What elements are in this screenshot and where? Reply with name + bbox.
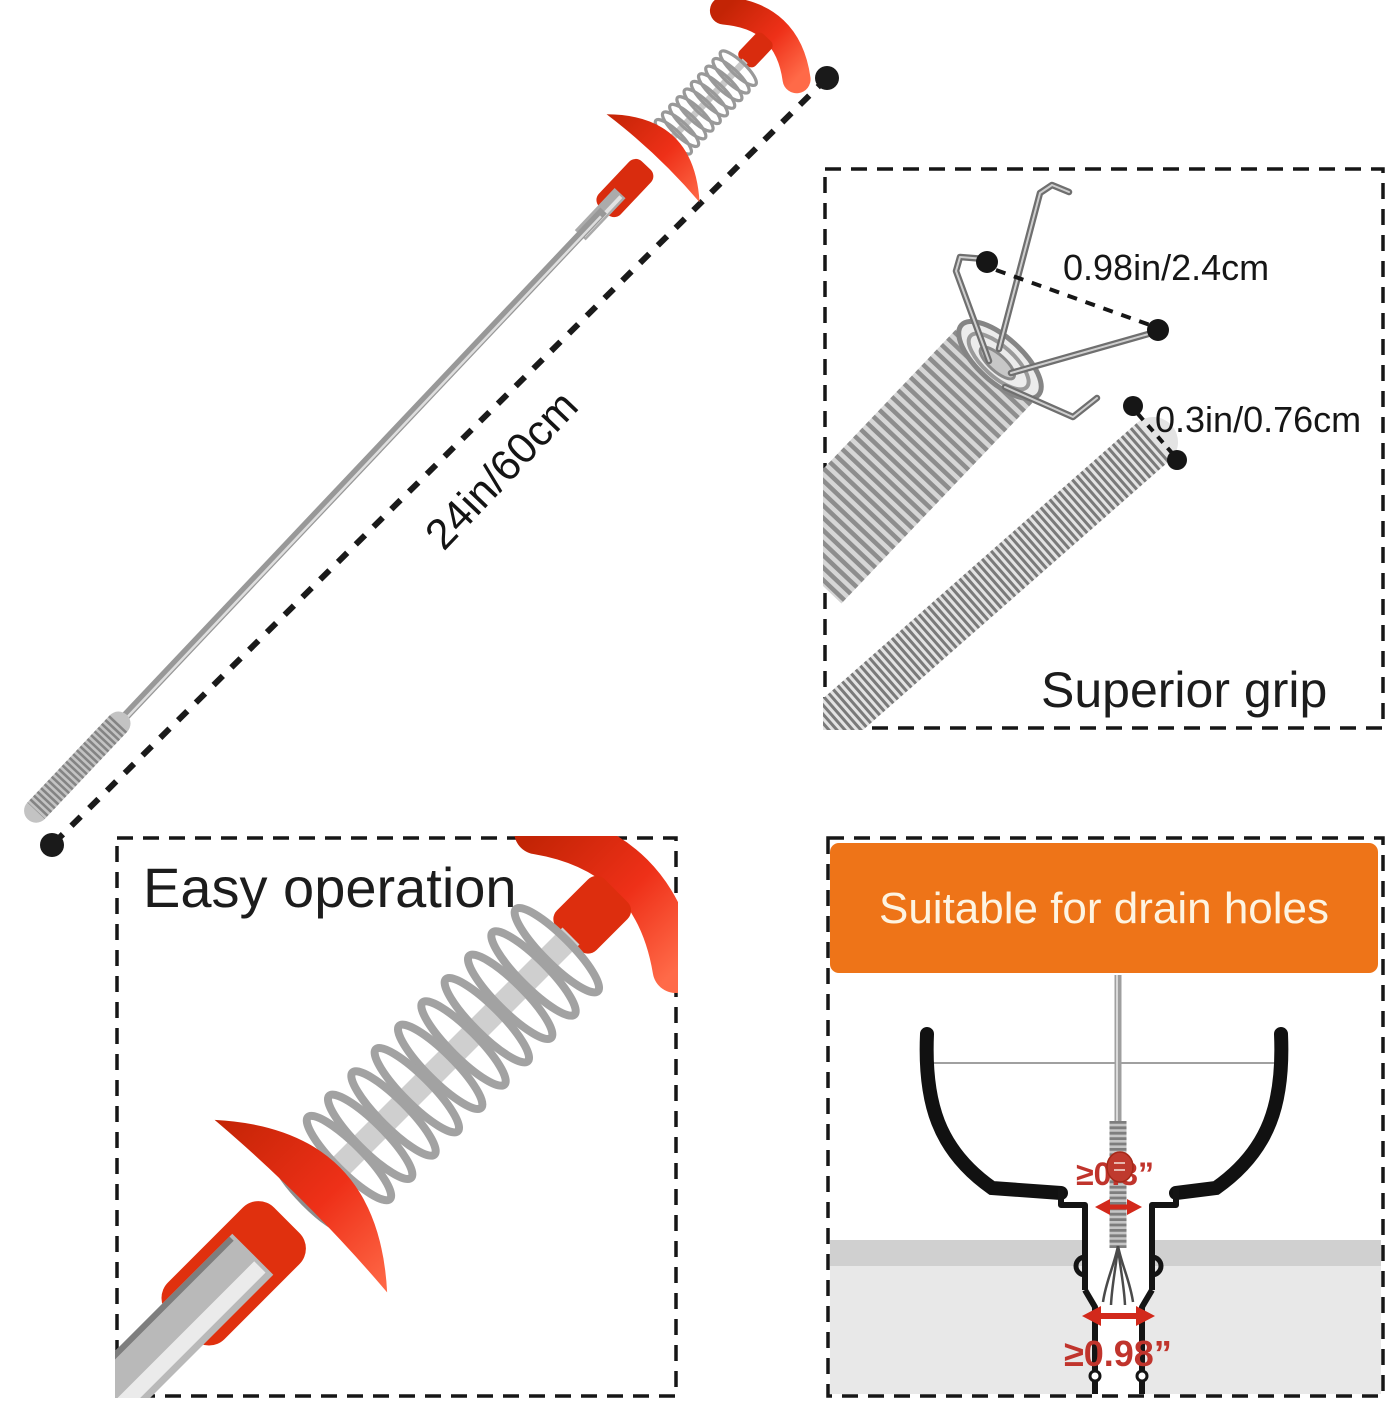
pipe-joint-icon	[1088, 1369, 1102, 1383]
drain-banner-label: Suitable for drain holes	[879, 884, 1329, 933]
panel-border	[115, 836, 678, 1398]
measurement-dot-icon	[1147, 319, 1169, 341]
grabbed-object-icon	[1106, 1151, 1134, 1183]
measurement-dot-icon	[1167, 450, 1187, 470]
superior-grip-title: Superior grip	[1041, 662, 1327, 718]
dimension-dot-icon	[40, 833, 64, 857]
claw-closeup-illustration: 0.98in/2.4cm 0.3in/0.76cm Superior grip	[823, 167, 1385, 730]
drain-holes-panel: ≥0.3” ≥0.98” Suitable for	[826, 836, 1385, 1398]
thumb-handle	[709, 0, 811, 94]
main-tool-illustration: 24in/60cm	[24, 0, 839, 857]
shaft	[115, 1233, 274, 1398]
thumb-handle	[514, 836, 678, 993]
coil-tip	[24, 711, 131, 823]
claw-span-label: 0.98in/2.4cm	[1063, 247, 1269, 288]
panel-border	[826, 836, 1385, 1398]
double-arrow-icon	[1095, 1199, 1142, 1215]
spring-body	[823, 323, 1039, 604]
length-label: 24in/60cm	[416, 382, 587, 559]
measurement-dot-icon	[976, 251, 998, 273]
pipe-joint-icon	[1135, 1369, 1149, 1383]
measurement-dot-icon	[1123, 396, 1143, 416]
drain-banner: Suitable for drain holes	[830, 843, 1378, 973]
hole-min-label: ≥0.98”	[1064, 1333, 1172, 1374]
length-dimension-line	[40, 66, 839, 857]
handle-stem	[738, 32, 773, 68]
sink-bowl	[919, 1027, 1289, 1200]
handle-closeup-illustration: Easy operation	[115, 836, 678, 1398]
coil-width-label: 0.3in/0.76cm	[1155, 399, 1361, 440]
claw-fan	[1101, 1245, 1135, 1306]
thin-spring	[823, 417, 1178, 730]
claw-span-dimension-line	[995, 268, 1151, 327]
easy-operation-title: Easy operation	[143, 856, 517, 919]
panel-border	[823, 167, 1385, 730]
shaft	[113, 207, 607, 729]
sink-diagram: ≥0.3” ≥0.98” Suitable for	[826, 836, 1385, 1398]
tool-in-drain	[1101, 975, 1135, 1306]
easy-operation-panel: Easy operation	[115, 836, 678, 1398]
grabber-claws	[952, 181, 1163, 421]
dimension-dot-icon	[815, 66, 839, 90]
grabber-tool-photo	[24, 0, 811, 823]
superior-grip-panel: 0.98in/2.4cm 0.3in/0.76cm Superior grip	[823, 167, 1385, 730]
handle-closeup	[115, 836, 678, 1398]
handle-stem	[553, 875, 632, 954]
pipe-ears	[1073, 1254, 1164, 1278]
double-arrow-icon	[1082, 1306, 1155, 1326]
drain-pipe	[1058, 1188, 1179, 1394]
drain-pipe-interior	[1088, 1204, 1149, 1394]
